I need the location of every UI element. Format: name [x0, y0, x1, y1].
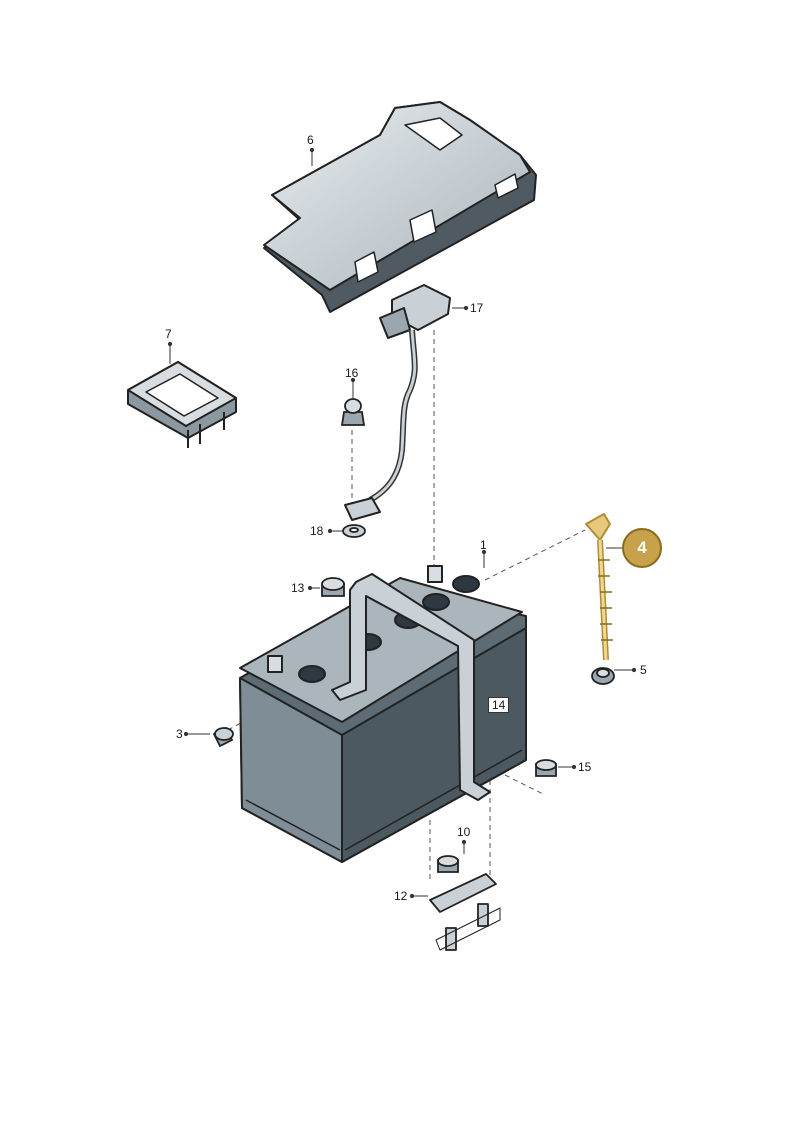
callout-1: 1: [480, 538, 487, 552]
grommet-part-5[interactable]: [591, 667, 615, 685]
nut-part-15[interactable]: [535, 759, 557, 777]
washer-part-18[interactable]: [342, 524, 366, 538]
nut-part-10[interactable]: [437, 855, 459, 873]
callout-3: 3: [176, 727, 183, 741]
callout-16: 16: [345, 366, 359, 380]
clamp-plate-part-12[interactable]: [429, 873, 501, 951]
callout-18: 18: [310, 524, 324, 538]
cable-connector-part-17[interactable]: [344, 284, 451, 521]
callout-7: 7: [165, 327, 172, 341]
bolt-part-13[interactable]: [321, 577, 345, 597]
callout-10: 10: [457, 825, 471, 839]
battery-part-1[interactable]: [239, 565, 527, 863]
callout-15: 15: [578, 760, 592, 774]
vent-plug-part-3[interactable]: [212, 726, 234, 748]
callout-leaders: [167, 147, 637, 899]
bracket-part-7[interactable]: [127, 361, 237, 448]
callout-12: 12: [394, 889, 408, 903]
hold-down-strap-part-14[interactable]: [331, 573, 491, 801]
callout-5: 5: [640, 663, 647, 677]
battery-cover-part-6[interactable]: [263, 101, 537, 313]
callout-17: 17: [470, 301, 484, 315]
callout-14: 14: [488, 697, 510, 713]
callout-13: 13: [291, 581, 305, 595]
highlighted-cable-part-4[interactable]: [585, 513, 613, 661]
nut-part-16[interactable]: [340, 398, 366, 426]
highlighted-part-badge[interactable]: 4: [622, 528, 662, 568]
callout-6: 6: [307, 133, 314, 147]
